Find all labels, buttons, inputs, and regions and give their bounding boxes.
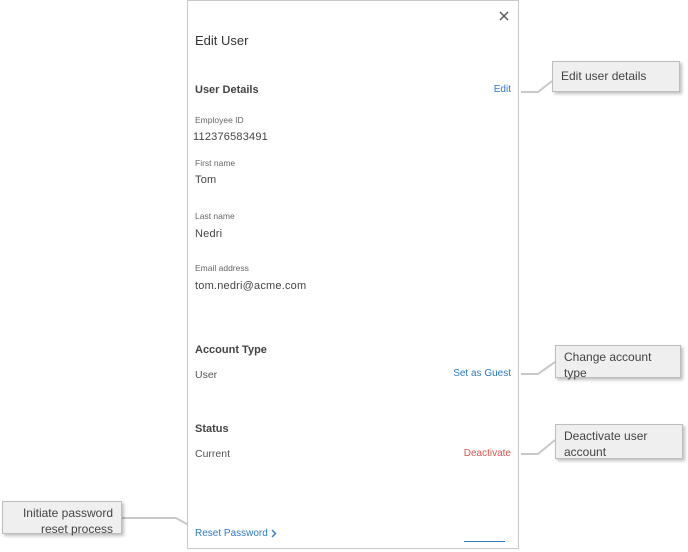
email-value: tom.nedri@acme.com [195,280,307,292]
last-name-label: Last name [195,211,235,221]
status-value: Current [195,448,231,460]
first-name-value: Tom [195,174,217,186]
first-name-label: First name [195,158,236,168]
connector-reset [122,517,195,529]
employee-id-label: Employee ID [195,115,244,125]
account-type-value: User [195,369,218,381]
reset-password-link[interactable]: Reset Password [195,528,277,539]
account-type-heading: Account Type [195,344,267,356]
deactivate-link[interactable]: Deactivate [463,448,511,459]
bottom-accent-line [464,541,505,542]
edit-user-dialog: Edit User User Details Edit Employee ID … [187,0,519,549]
callout-edit-details: Edit user details [552,61,680,92]
callout-deactivate-account: Deactivate user account [555,424,683,459]
last-name-value: Nedri [195,228,223,240]
reset-password-label: Reset Password [195,528,268,539]
callout-initiate-reset: Initiate password reset process [2,501,122,536]
connector-deactivate [521,439,556,455]
dialog-title: Edit User [195,33,249,48]
connector-edit [521,80,553,93]
connector-account-type [521,361,556,375]
set-as-guest-link[interactable]: Set as Guest [453,368,511,379]
email-label: Email address [195,263,249,273]
close-icon[interactable] [498,10,510,22]
user-details-heading: User Details [195,84,259,96]
status-heading: Status [195,423,229,435]
chevron-right-icon [271,529,277,538]
callout-change-account-type: Change account type [555,345,681,380]
edit-details-link[interactable]: Edit [493,84,511,95]
employee-id-value: 112376583491 [193,131,268,143]
